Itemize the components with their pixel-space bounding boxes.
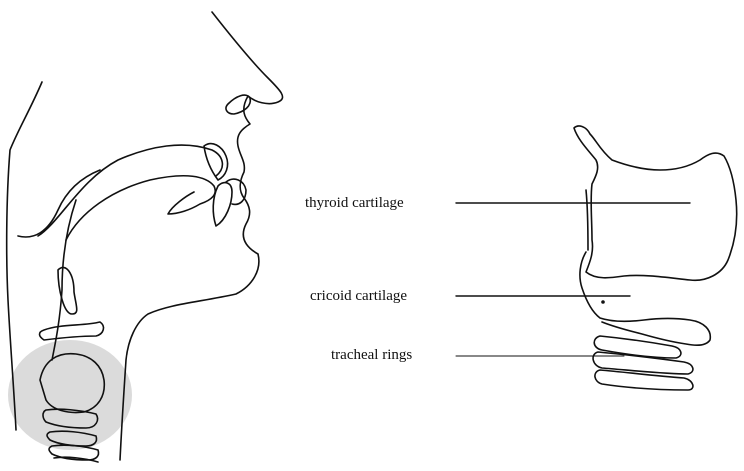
trachea-anterior-edge xyxy=(586,190,588,250)
hyoid-outline xyxy=(40,322,104,340)
thyroid-cartilage-label: thyroid cartilage xyxy=(305,194,404,212)
cricoid-cartilage-shape xyxy=(580,252,710,345)
larynx-closeup xyxy=(574,126,737,390)
nasopharynx-outline xyxy=(18,170,100,237)
larynx-shaded-region xyxy=(8,340,132,450)
tongue-outline xyxy=(66,176,215,240)
lower-teeth-outline xyxy=(226,179,246,204)
palate-outline xyxy=(38,145,222,236)
tracheal-ring-1 xyxy=(594,336,681,358)
head-neck-section xyxy=(7,12,283,462)
cricoid-cartilage-label: cricoid cartilage xyxy=(310,287,407,305)
cricoid-marker-dot xyxy=(601,300,605,304)
tracheal-rings-label: tracheal rings xyxy=(331,346,412,364)
lower-incisor-outline xyxy=(213,183,232,226)
face-profile-outline xyxy=(120,12,283,460)
